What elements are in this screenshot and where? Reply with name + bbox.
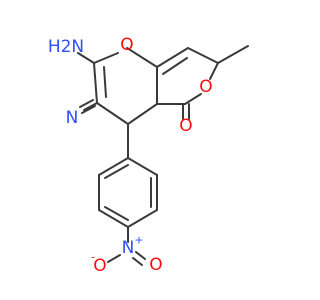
bond (187, 47, 219, 64)
bond (126, 47, 158, 68)
bond (83, 102, 98, 111)
bond (96, 102, 129, 125)
nitro-oxygen-label: O (149, 255, 162, 275)
bond (93, 62, 98, 104)
bond (104, 164, 129, 179)
bond (132, 257, 143, 266)
nitro-oxygen-minus-label: O (93, 256, 106, 276)
bond (217, 45, 249, 64)
nitro-positive-charge: + (134, 234, 143, 247)
nitro-negative-charge: - (91, 251, 95, 264)
bond (104, 206, 129, 221)
ring-oxygen-2-label: O (199, 77, 212, 97)
ring-oxygen-1-label: O (120, 35, 133, 55)
bond (156, 47, 189, 68)
carbonyl-oxygen-label: O (179, 116, 192, 136)
nitrile-n-label: N (66, 108, 79, 128)
bond (127, 209, 158, 228)
structure-diagram: H2N N O O O N + O O - (48, 35, 249, 276)
atom-labels: H2N N O O O N + O O - (48, 35, 213, 276)
nitro-n-label: N (122, 238, 135, 258)
molecule-drawing: H2N N O O O N + O O - (48, 35, 249, 276)
bond (98, 157, 129, 176)
bonds (77, 45, 249, 266)
bond (77, 52, 95, 64)
bond (135, 251, 146, 260)
bond (127, 157, 158, 176)
bond (162, 57, 188, 75)
bond (93, 52, 119, 64)
bond (79, 99, 94, 108)
bond (209, 62, 219, 80)
amine-label: H2N (48, 37, 84, 57)
bond (103, 66, 107, 98)
bond (98, 209, 129, 228)
bond (127, 103, 158, 125)
bond (184, 93, 202, 105)
bond (81, 105, 96, 114)
bond (107, 254, 121, 263)
